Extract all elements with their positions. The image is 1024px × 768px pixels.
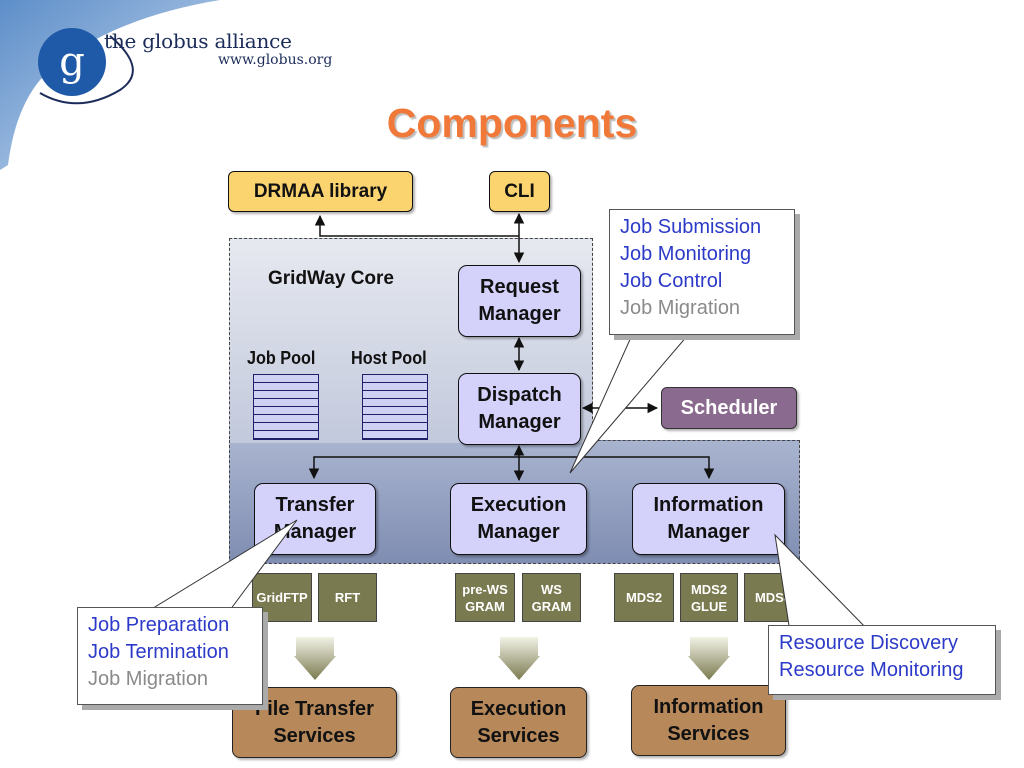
callout-resource-monitoring: Resource Monitoring (779, 659, 964, 681)
callout-job-preparation: Job Preparation (88, 614, 230, 636)
host-pool-icon (362, 374, 428, 440)
host-pool-label: Host Pool (351, 348, 427, 368)
logo-text: the globus alliance (104, 29, 292, 53)
callout-job-control: Job Control (620, 270, 723, 292)
callout-resource-discovery: Resource Discovery (779, 632, 958, 654)
core-region-seam (230, 439, 592, 443)
callout-job-migration: Job Migration (620, 297, 741, 319)
cli-box: CLI (489, 171, 550, 212)
job-pool-icon (253, 374, 319, 440)
globus-logo: g (0, 0, 220, 170)
scheduler-box: Scheduler (661, 387, 797, 429)
page-title: Components (386, 100, 638, 146)
callout-job-submission: Job Submission (620, 216, 762, 238)
transfer-manager-callout: Job Preparation Job Termination Job Migr… (77, 607, 263, 705)
callout-job-termination: Job Termination (88, 641, 229, 663)
logo-url: www.globus.org (218, 52, 333, 68)
drmaa-library-box: DRMAA library (228, 171, 413, 212)
information-manager-callout: Resource Discovery Resource Monitoring (768, 625, 996, 695)
rft-component: RFT (318, 573, 377, 622)
svg-text:g: g (59, 39, 85, 85)
job-pool-label: Job Pool (247, 348, 316, 368)
callout-job-migration-transfer: Job Migration (88, 668, 209, 690)
callout-job-monitoring: Job Monitoring (620, 243, 752, 265)
gridway-core-label: GridWay Core (268, 268, 394, 289)
request-manager-callout: Job Submission Job Monitoring Job Contro… (609, 209, 795, 335)
mds2-component: MDS2 (614, 573, 674, 622)
